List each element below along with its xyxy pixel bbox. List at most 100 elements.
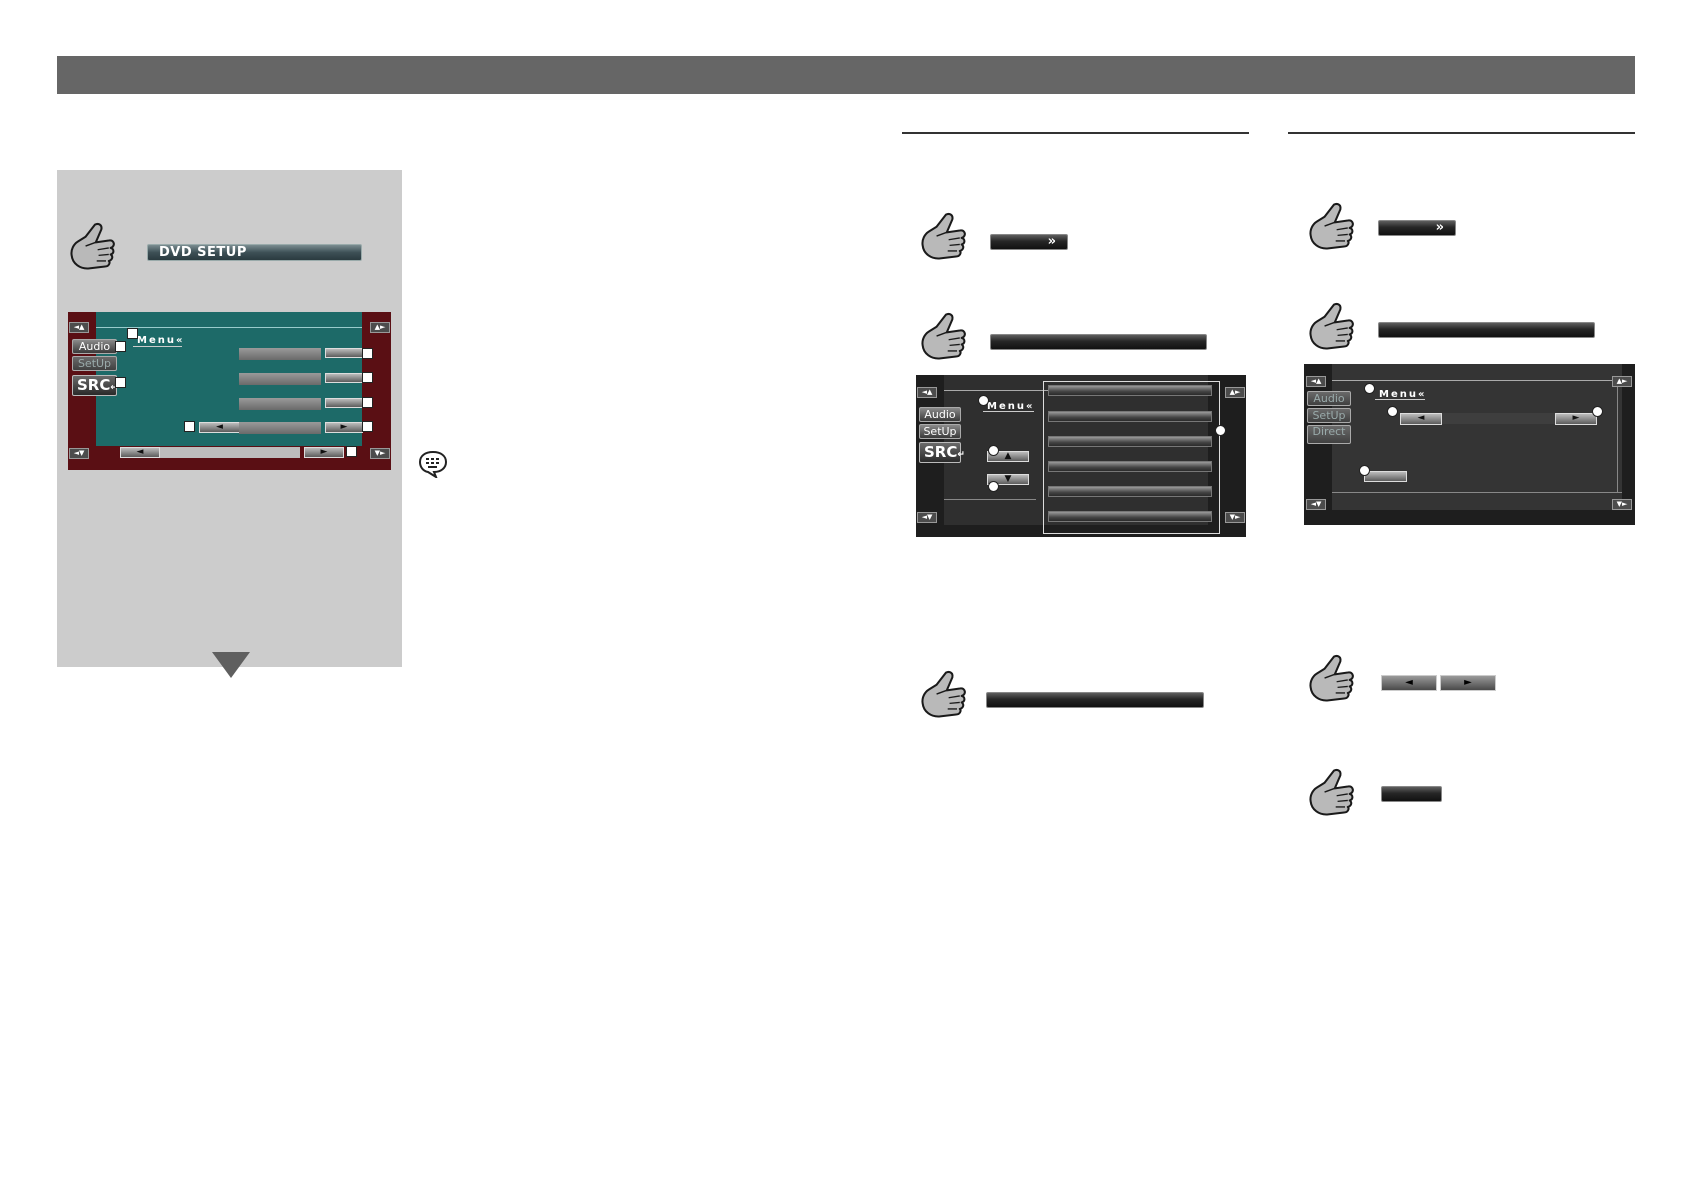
pointing-finger-icon bbox=[921, 670, 966, 718]
src-label: SRC bbox=[77, 376, 111, 394]
dvd-setup-button[interactable]: DVD SETUP bbox=[147, 244, 362, 261]
return-icon: ↵ bbox=[957, 450, 965, 460]
page-header-bar bbox=[57, 56, 1635, 94]
screen-bottom-line bbox=[944, 499, 1036, 500]
callout-circle-left bbox=[1387, 406, 1398, 417]
corner-button-top-right[interactable]: ▲► bbox=[1225, 387, 1245, 398]
callout-circle-down bbox=[988, 481, 999, 492]
screen-top-line bbox=[96, 327, 362, 328]
speech-bubble-note-icon bbox=[418, 450, 448, 478]
setting-row-4-right-button[interactable]: ► bbox=[325, 422, 363, 433]
pointing-finger-icon bbox=[921, 212, 966, 260]
middle-section-rule bbox=[902, 132, 1249, 134]
tab-direct[interactable]: Direct bbox=[1307, 425, 1351, 444]
decrease-button[interactable]: ◄ bbox=[1381, 675, 1437, 691]
corner-button-top-left[interactable]: ◄▲ bbox=[69, 322, 89, 333]
menu-button[interactable]: Menu« bbox=[1375, 389, 1425, 400]
corner-button-bottom-right[interactable]: ▼► bbox=[370, 448, 390, 459]
callout-square-row-2 bbox=[362, 372, 373, 383]
callout-square-row-4-right bbox=[362, 421, 373, 432]
page-right-button[interactable]: ► bbox=[304, 447, 344, 458]
screen-bottom-line bbox=[1332, 492, 1622, 493]
corner-button-bottom-left[interactable]: ◄▼ bbox=[1306, 499, 1326, 510]
menu-button[interactable]: Menu« bbox=[133, 335, 182, 347]
tab-audio[interactable]: Audio bbox=[1307, 391, 1351, 406]
tab-setup[interactable]: SetUp bbox=[919, 424, 961, 439]
pointing-finger-icon bbox=[921, 312, 966, 360]
pointing-finger-icon bbox=[1309, 768, 1354, 816]
setting-row-3-button[interactable] bbox=[325, 398, 363, 408]
screen-content-area bbox=[1332, 364, 1622, 510]
return-icon: ↵ bbox=[110, 383, 118, 393]
callout-square-row-1 bbox=[362, 348, 373, 359]
corner-button-bottom-right[interactable]: ▼► bbox=[1225, 512, 1245, 523]
scroll-down-button[interactable]: ▼ bbox=[987, 474, 1029, 485]
corner-button-bottom-left[interactable]: ◄▼ bbox=[69, 448, 89, 459]
setting-row-1 bbox=[239, 348, 321, 360]
confirm-item-button[interactable] bbox=[986, 692, 1204, 708]
increase-button[interactable]: ► bbox=[1440, 675, 1496, 691]
tab-audio[interactable]: Audio bbox=[919, 407, 961, 422]
callout-circle-right bbox=[1592, 406, 1603, 417]
callout-circle-list bbox=[1215, 425, 1226, 436]
callout-square-row-3 bbox=[362, 397, 373, 408]
tab-setup[interactable]: SetUp bbox=[1307, 408, 1351, 423]
callout-circle-up bbox=[988, 445, 999, 456]
down-icon bbox=[212, 652, 250, 678]
callout-square-page bbox=[346, 446, 357, 457]
adjust-screen: ◄▲ ▲► ◄▼ ▼► Menu« Audio SetUp Direct ◄ ► bbox=[1304, 364, 1635, 525]
pointing-finger-icon bbox=[1309, 654, 1354, 702]
callout-circle-menu bbox=[1364, 383, 1375, 394]
src-label: SRC bbox=[924, 443, 958, 461]
tab-audio[interactable]: Audio bbox=[72, 339, 117, 354]
src-button[interactable]: SRC↵ bbox=[919, 442, 965, 463]
list-item[interactable] bbox=[1048, 411, 1212, 422]
callout-square-menu bbox=[127, 328, 138, 339]
src-button[interactable]: SRC↵ bbox=[72, 375, 118, 396]
pointing-finger-icon bbox=[1309, 302, 1354, 350]
menu-button[interactable]: Menu« bbox=[983, 401, 1034, 412]
callout-circle-menu bbox=[978, 395, 989, 406]
return-confirm-button[interactable] bbox=[1381, 786, 1442, 802]
screen-right-line bbox=[1617, 380, 1618, 492]
corner-button-top-left[interactable]: ◄▲ bbox=[917, 387, 937, 398]
tab-setup[interactable]: SetUp bbox=[72, 356, 117, 371]
corner-button-bottom-right[interactable]: ▼► bbox=[1612, 499, 1632, 510]
return-button[interactable] bbox=[1364, 471, 1407, 482]
next-button[interactable]: » bbox=[990, 234, 1068, 250]
callout-circle-return bbox=[1359, 465, 1370, 476]
setting-row-3 bbox=[239, 398, 321, 410]
callout-square-src bbox=[115, 377, 126, 388]
setting-row-4-left-button[interactable]: ◄ bbox=[199, 422, 240, 433]
corner-button-bottom-left[interactable]: ◄▼ bbox=[917, 512, 937, 523]
callout-square-audio bbox=[115, 341, 126, 352]
select-item-button[interactable] bbox=[990, 334, 1207, 350]
list-item[interactable] bbox=[1048, 511, 1212, 522]
page-left-button[interactable]: ◄ bbox=[120, 447, 160, 458]
list-screen: ◄▲ ▲► ◄▼ ▼► Menu« Audio SetUp SRC↵ ▲ ▼ bbox=[916, 375, 1246, 537]
select-setting-button[interactable] bbox=[1378, 322, 1595, 338]
scroll-up-button[interactable]: ▲ bbox=[987, 451, 1029, 462]
page-indicator bbox=[160, 447, 300, 458]
corner-button-top-right[interactable]: ▲► bbox=[370, 322, 390, 333]
corner-button-top-right[interactable]: ▲► bbox=[1612, 376, 1632, 387]
adjust-right-button[interactable]: ► bbox=[1555, 413, 1597, 425]
right-section-rule bbox=[1288, 132, 1635, 134]
setting-row-2-button[interactable] bbox=[325, 373, 363, 383]
dvd-setup-screen: ◄▲ ▲► ◄▼ ▼► Menu« Audio SetUp SRC↵ ◄ ► ◄… bbox=[68, 312, 391, 470]
list-frame bbox=[1043, 381, 1220, 534]
list-item[interactable] bbox=[1048, 461, 1212, 472]
list-item[interactable] bbox=[1048, 436, 1212, 447]
screen-top-line bbox=[1332, 380, 1622, 381]
list-item[interactable] bbox=[1048, 385, 1212, 396]
list-item[interactable] bbox=[1048, 486, 1212, 497]
corner-button-top-left[interactable]: ◄▲ bbox=[1306, 376, 1326, 387]
next-button[interactable]: » bbox=[1378, 220, 1456, 236]
pointing-finger-icon bbox=[70, 222, 115, 270]
setting-row-4 bbox=[239, 422, 321, 434]
setting-row-2 bbox=[239, 373, 321, 385]
setting-row-1-button[interactable] bbox=[325, 348, 363, 358]
callout-square-row-4-left bbox=[184, 421, 195, 432]
adjust-value-bar bbox=[1442, 413, 1582, 424]
adjust-left-button[interactable]: ◄ bbox=[1400, 413, 1442, 425]
